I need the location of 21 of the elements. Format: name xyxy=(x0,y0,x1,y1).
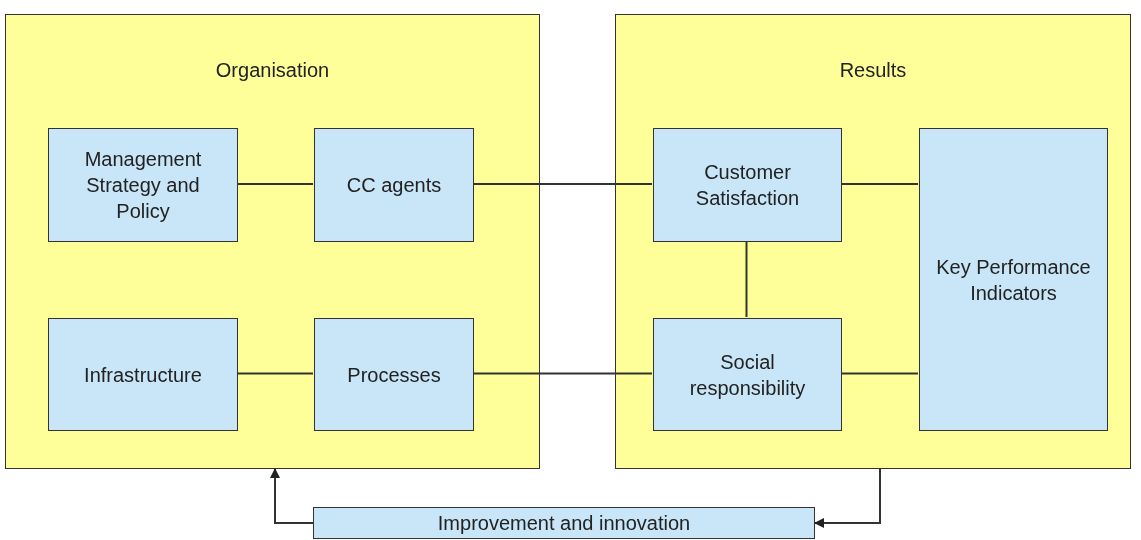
process-box: Infrastructure xyxy=(48,318,238,431)
arrow xyxy=(270,468,314,524)
process-box: Management Strategy and Policy xyxy=(48,128,238,242)
arrow xyxy=(814,468,881,528)
connector-line xyxy=(472,372,653,375)
connector-line xyxy=(745,240,748,318)
group-panel xyxy=(615,14,1131,469)
connector-line xyxy=(840,372,919,375)
connector-line xyxy=(236,372,314,375)
connector-line xyxy=(236,183,314,185)
process-box: Key Performance Indicators xyxy=(919,128,1108,431)
connector-line xyxy=(840,183,919,185)
process-box: Improvement and innovation xyxy=(313,507,815,539)
process-box: Customer Satisfaction xyxy=(653,128,842,242)
process-box: Social responsibility xyxy=(653,318,842,431)
process-box: CC agents xyxy=(314,128,474,242)
panel-heading: Results xyxy=(838,58,908,83)
process-box: Processes xyxy=(314,318,474,431)
panel-heading: Organisation xyxy=(214,58,331,83)
connector-line xyxy=(472,183,653,185)
group-panel xyxy=(5,14,540,469)
